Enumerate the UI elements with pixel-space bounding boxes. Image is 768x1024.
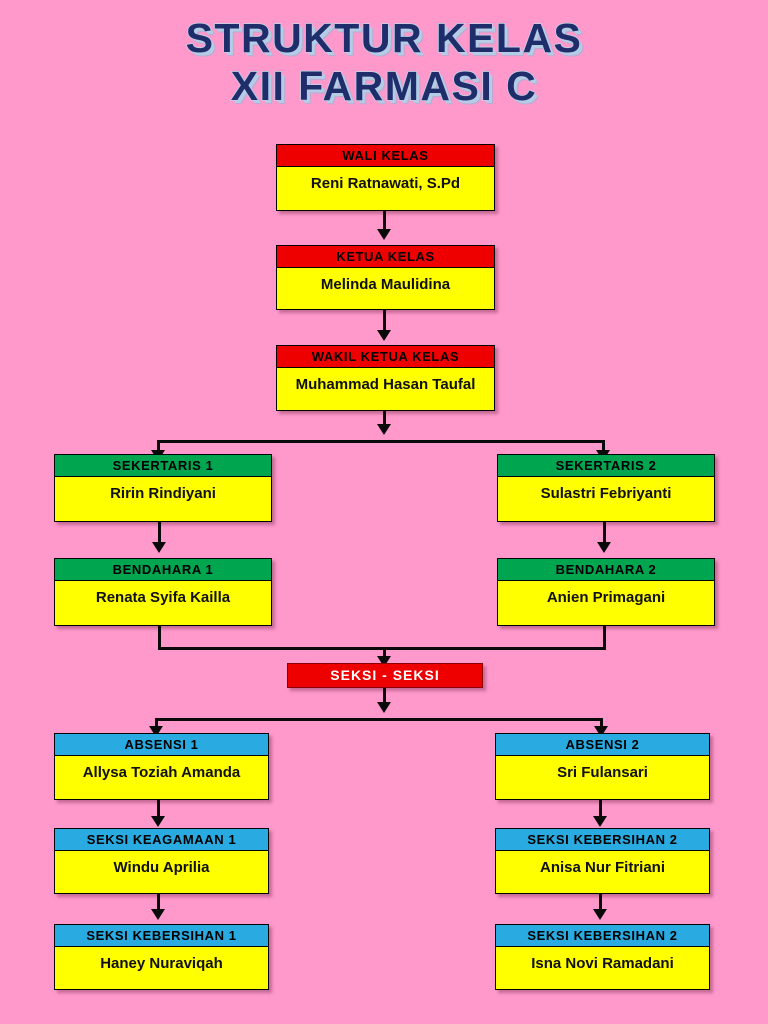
connector-bendahara1-down xyxy=(158,626,161,650)
arrow-ketua-to-wakil xyxy=(377,330,391,341)
arrow-to-seksi-banner xyxy=(377,656,391,667)
connector-absensi1-to-keagamaan1 xyxy=(157,800,160,820)
connector-seksi-merge-bus xyxy=(158,647,606,650)
node-seksi-keagamaan-1-role: SEKSI KEAGAMAAN 1 xyxy=(55,829,268,851)
node-sekertaris-2-role: SEKERTARIS 2 xyxy=(498,455,714,477)
arrow-to-seksi-kebersihan-2a xyxy=(593,816,607,827)
node-bendahara-2-name: Anien Primagani xyxy=(498,581,714,615)
node-seksi-keagamaan-1[interactable]: SEKSI KEAGAMAAN 1 Windu Aprilia xyxy=(54,828,269,894)
node-bendahara-1-role: BENDAHARA 1 xyxy=(55,559,271,581)
node-sekertaris-1-name: Ririn Rindiyani xyxy=(55,477,271,511)
node-wali-kelas-name: Reni Ratnawati, S.Pd xyxy=(277,167,494,201)
node-seksi-kebersihan-1-name: Haney Nuraviqah xyxy=(55,947,268,981)
node-wali-kelas[interactable]: WALI KELAS Reni Ratnawati, S.Pd xyxy=(276,144,495,211)
node-wakil-ketua-kelas-role: WAKIL KETUA KELAS xyxy=(277,346,494,368)
node-wakil-ketua-kelas-name: Muhammad Hasan Taufal xyxy=(277,368,494,402)
node-sekertaris-2-name: Sulastri Febriyanti xyxy=(498,477,714,511)
connector-seksi-down xyxy=(383,688,386,708)
node-ketua-kelas-name: Melinda Maulidina xyxy=(277,268,494,302)
connector-sekertaris2-drop xyxy=(602,440,605,454)
connector-seksi-stem xyxy=(383,647,386,661)
node-seksi-kebersihan-2b[interactable]: SEKSI KEBERSIHAN 2 Isna Novi Ramadani xyxy=(495,924,710,990)
connector-wakil-stem xyxy=(383,411,386,429)
connector-sekertaris1-drop xyxy=(157,440,160,454)
node-absensi-2-name: Sri Fulansari xyxy=(496,756,709,790)
node-sekertaris-2[interactable]: SEKERTARIS 2 Sulastri Febriyanti xyxy=(497,454,715,522)
connector-sekertaris2-to-bendahara2 xyxy=(603,522,606,546)
connector-sekertaris1-to-bendahara1 xyxy=(158,522,161,546)
connector-wali-to-ketua xyxy=(383,211,386,233)
node-absensi-1-name: Allysa Toziah Amanda xyxy=(55,756,268,790)
node-absensi-1-role: ABSENSI 1 xyxy=(55,734,268,756)
node-seksi-kebersihan-1[interactable]: SEKSI KEBERSIHAN 1 Haney Nuraviqah xyxy=(54,924,269,990)
node-ketua-kelas-role: KETUA KELAS xyxy=(277,246,494,268)
node-sekertaris-1-role: SEKERTARIS 1 xyxy=(55,455,271,477)
connector-kebersihan2a-to-kebersihan2b xyxy=(599,894,602,912)
arrow-to-bendahara-1 xyxy=(152,542,166,553)
node-seksi-kebersihan-2a-name: Anisa Nur Fitriani xyxy=(496,851,709,885)
node-wakil-ketua-kelas[interactable]: WAKIL KETUA KELAS Muhammad Hasan Taufal xyxy=(276,345,495,411)
node-bendahara-1[interactable]: BENDAHARA 1 Renata Syifa Kailla xyxy=(54,558,272,626)
node-absensi-2[interactable]: ABSENSI 2 Sri Fulansari xyxy=(495,733,710,800)
connector-bendahara2-down xyxy=(603,626,606,650)
node-seksi-banner[interactable]: SEKSI - SEKSI xyxy=(287,663,483,688)
page-title: STRUKTUR KELAS XII FARMASI C xyxy=(0,14,768,110)
connector-keagamaan1-to-kebersihan1 xyxy=(157,894,160,912)
connector-absensi2-to-kebersihan2a xyxy=(599,800,602,820)
arrow-to-seksi-keagamaan-1 xyxy=(151,816,165,827)
node-seksi-kebersihan-2b-name: Isna Novi Ramadani xyxy=(496,947,709,981)
arrow-wakil-center xyxy=(377,424,391,435)
node-wali-kelas-role: WALI KELAS xyxy=(277,145,494,167)
arrow-to-bendahara-2 xyxy=(597,542,611,553)
connector-sekertaris-bus xyxy=(157,440,605,443)
arrow-to-seksi-kebersihan-2b xyxy=(593,909,607,920)
node-seksi-keagamaan-1-name: Windu Aprilia xyxy=(55,851,268,885)
connector-absensi-bus xyxy=(155,718,603,721)
connector-absensi1-drop xyxy=(155,718,158,730)
arrow-wali-to-ketua xyxy=(377,229,391,240)
page-title-line-1: STRUKTUR KELAS xyxy=(185,14,583,62)
node-seksi-kebersihan-2a-role: SEKSI KEBERSIHAN 2 xyxy=(496,829,709,851)
node-seksi-kebersihan-1-role: SEKSI KEBERSIHAN 1 xyxy=(55,925,268,947)
node-seksi-kebersihan-2a[interactable]: SEKSI KEBERSIHAN 2 Anisa Nur Fitriani xyxy=(495,828,710,894)
node-seksi-kebersihan-2b-role: SEKSI KEBERSIHAN 2 xyxy=(496,925,709,947)
node-bendahara-2[interactable]: BENDAHARA 2 Anien Primagani xyxy=(497,558,715,626)
arrow-to-absensi-1 xyxy=(149,726,163,737)
node-bendahara-2-role: BENDAHARA 2 xyxy=(498,559,714,581)
connector-ketua-to-wakil xyxy=(383,310,386,333)
arrow-to-seksi-kebersihan-1 xyxy=(151,909,165,920)
arrow-seksi-center xyxy=(377,702,391,713)
page-title-line-2: XII FARMASI C xyxy=(230,62,538,110)
arrow-to-absensi-2 xyxy=(594,726,608,737)
node-ketua-kelas[interactable]: KETUA KELAS Melinda Maulidina xyxy=(276,245,495,310)
node-sekertaris-1[interactable]: SEKERTARIS 1 Ririn Rindiyani xyxy=(54,454,272,522)
node-bendahara-1-name: Renata Syifa Kailla xyxy=(55,581,271,615)
node-absensi-1[interactable]: ABSENSI 1 Allysa Toziah Amanda xyxy=(54,733,269,800)
connector-absensi2-drop xyxy=(600,718,603,730)
node-absensi-2-role: ABSENSI 2 xyxy=(496,734,709,756)
